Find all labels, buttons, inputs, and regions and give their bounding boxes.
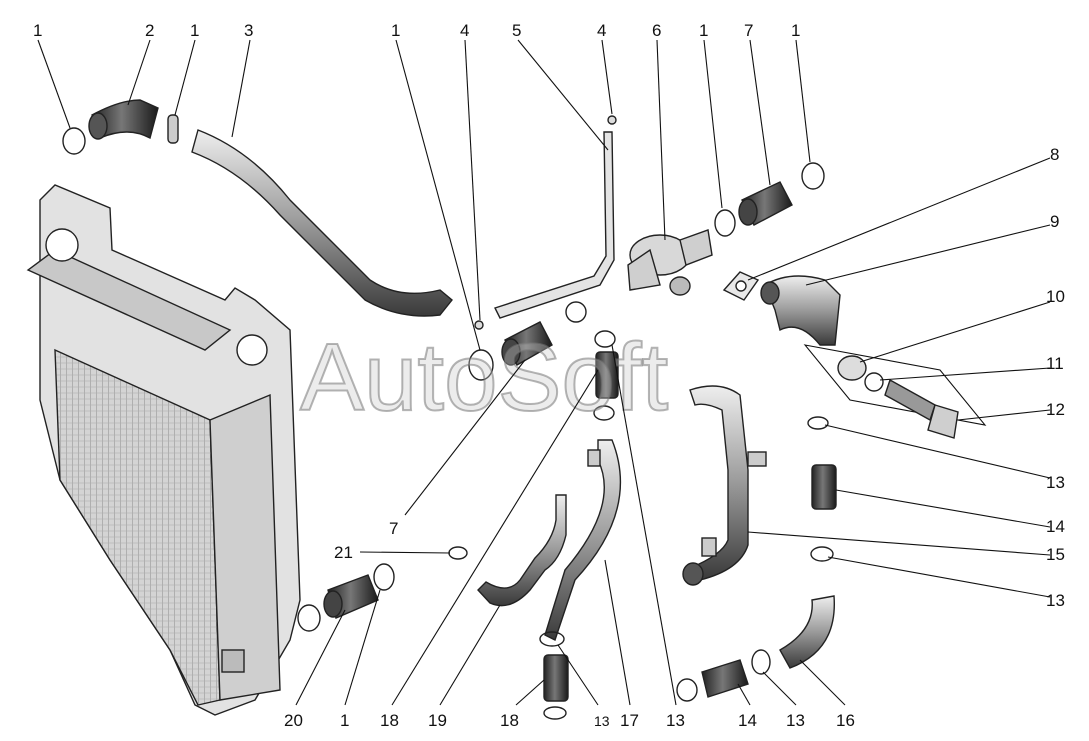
radiator [26, 184, 301, 716]
callout-label: 20 [284, 711, 303, 730]
long-hose-3 [191, 129, 453, 317]
bolt-assembly [803, 344, 987, 439]
callout-label: 19 [428, 711, 447, 730]
callout-label: 11 [1046, 354, 1064, 373]
clamp-top-mid [594, 330, 616, 348]
clamp-small-top [167, 114, 179, 144]
clamp-13-right-top [807, 416, 829, 430]
callout-label: 13 [1046, 591, 1065, 610]
gasket-8 [722, 271, 760, 301]
hose-short-7-center [501, 321, 553, 366]
pin-4-right [607, 115, 617, 125]
callout-label: 13 [1046, 473, 1065, 492]
watermark-text: AutoSoft [300, 324, 668, 431]
callout-label: 14 [1046, 517, 1065, 536]
tube-5 [494, 131, 615, 323]
clamp-13-bottom-right [751, 649, 771, 675]
hose-14-right [811, 464, 837, 510]
clamp-top-right [801, 162, 825, 190]
callout-label: 1 [791, 21, 800, 40]
callout-label: 16 [836, 711, 855, 730]
pipe-15 [682, 385, 767, 586]
hose-14-bottom [701, 659, 749, 698]
clamp-20-left [297, 604, 321, 632]
pin-4-left [474, 320, 484, 330]
callout-label: 1 [340, 711, 349, 730]
clamp-1-bottom [373, 563, 395, 591]
callout-label: 18 [380, 711, 399, 730]
callout-label: 4 [460, 21, 469, 40]
callout-label: 13 [786, 711, 805, 730]
callout-label: 18 [500, 711, 519, 730]
clamp-21 [448, 546, 468, 560]
callout-label: 7 [389, 519, 398, 538]
callout-label: 4 [597, 21, 606, 40]
callout-label: 1 [33, 21, 42, 40]
callout-label: 14 [738, 711, 757, 730]
callout-label: 1 [699, 21, 708, 40]
callout-label: 9 [1050, 212, 1059, 231]
elbow-outlet-9 [760, 275, 841, 346]
thermostat-housing-6 [627, 229, 713, 296]
callout-label: 2 [145, 21, 154, 40]
hose-elbow-2 [88, 99, 159, 140]
hose-7-top [738, 181, 793, 226]
callout-label: 7 [744, 21, 753, 40]
hose-16 [779, 595, 835, 669]
clamp-13-bottom-mid [539, 631, 565, 647]
callout-label: 1 [391, 21, 400, 40]
callout-label: 12 [1046, 400, 1065, 419]
callout-label: 10 [1046, 287, 1065, 306]
callout-labels: 1 2 1 3 1 4 5 4 6 1 7 1 8 9 10 11 12 13 … [33, 21, 1065, 730]
callout-label: 13 [666, 711, 685, 730]
callout-label: 8 [1050, 145, 1059, 164]
leader-lines [37, 39, 1051, 706]
clamp-top-left [62, 127, 86, 155]
clamp-6-right [714, 209, 736, 237]
clamp-center [468, 349, 494, 381]
callout-label: 13 [594, 713, 610, 729]
clamp-bottom-mid [543, 706, 567, 720]
clamp-13-right-mid [810, 546, 834, 562]
pipe-17 [544, 439, 622, 641]
hose-18-top [595, 351, 619, 399]
callout-label: 15 [1046, 545, 1065, 564]
callout-label: 21 [334, 543, 353, 562]
callout-label: 17 [620, 711, 639, 730]
pipe-19 [477, 494, 567, 607]
callout-label: 1 [190, 21, 199, 40]
clamp-mid-13 [593, 405, 615, 421]
callout-label: 3 [244, 21, 253, 40]
hose-18-bottom [543, 654, 569, 702]
hose-20 [323, 574, 379, 619]
callout-label: 6 [652, 21, 661, 40]
clamp-13-bottom-left [676, 678, 698, 702]
callout-label: 5 [512, 21, 521, 40]
